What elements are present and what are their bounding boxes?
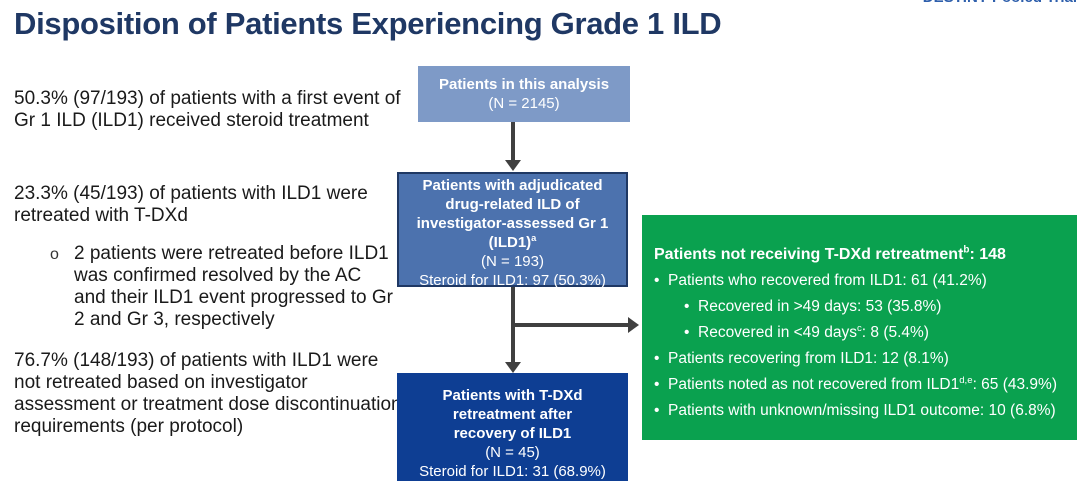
bullet-icon: • xyxy=(684,324,690,341)
green-box-bullet-text: Patients recovering from ILD1: 12 (8.1%) xyxy=(668,350,949,367)
page-title: Disposition of Patients Experiencing Gra… xyxy=(14,6,722,41)
header-right-clipped-text: DESTINY-Pooled Trial xyxy=(923,0,1077,6)
arrow-branch-to-green-head-icon xyxy=(628,317,639,333)
summary-para-not-retreated: 76.7% (148/193) of patients with ILD1 we… xyxy=(14,350,402,437)
green-box-bullet-value: : 8 (5.4%) xyxy=(861,324,929,341)
green-box-bullet-value: : 65 (43.9%) xyxy=(972,376,1057,393)
footnote-marker-a: a xyxy=(531,233,537,243)
green-box-title: Patients not receiving T-DXd retreatment… xyxy=(654,242,1065,268)
flow-box-title-line: investigator-assessed Gr 1 xyxy=(416,215,609,232)
flow-box-retreatment: Patients with T-DXd retreatment after re… xyxy=(397,373,628,481)
flow-box-steroid: Steroid for ILD1: 31 (68.9%) xyxy=(419,463,606,480)
green-box-bullet: • Patients who recovered from ILD1: 61 (4… xyxy=(654,268,1065,294)
flow-box-n: (N = 2145) xyxy=(488,95,560,112)
arrow-top-to-mid-head-icon xyxy=(505,160,521,171)
green-box-bullet-text: Patients who recovered from ILD1: 61 (41… xyxy=(668,272,987,289)
flow-box-ild1: Patients with adjudicated drug-related I… xyxy=(397,172,628,289)
green-box-bullet: • Patients with unknown/missing ILD1 outc… xyxy=(654,398,1065,424)
summary-sub-bullet-text: 2 patients were retreated before ILD1 wa… xyxy=(74,243,393,330)
bullet-icon: • xyxy=(654,272,660,289)
summary-para-steroid: 50.3% (97/193) of patients with a first … xyxy=(14,88,401,131)
bullet-icon: • xyxy=(654,376,660,393)
flow-box-analysis-population: Patients in this analysis (N = 2145) xyxy=(418,66,630,122)
green-box-bullet: • Patients noted as not recovered from IL… xyxy=(654,372,1065,398)
arrow-branch-to-green-line xyxy=(513,323,629,327)
green-box-sub-bullet: • Recovered in >49 days: 53 (35.8%) xyxy=(654,294,1065,320)
flow-box-title: Patients in this analysis xyxy=(438,76,610,93)
green-box-title-count: : 148 xyxy=(969,246,1006,263)
green-box-sub-bullet: • Recovered in <49 daysc: 8 (5.4%) xyxy=(654,320,1065,346)
bullet-icon: • xyxy=(654,350,660,367)
flow-box-title-line: (ILD1)a xyxy=(399,233,626,252)
footnote-marker-de: d,e xyxy=(959,374,973,386)
summary-para-retreated: 23.3% (45/193) of patients with ILD1 wer… xyxy=(14,183,368,226)
circle-bullet-marker: o xyxy=(50,246,59,263)
flow-box-title-line: drug-related ILD of xyxy=(445,196,580,213)
bullet-icon: • xyxy=(684,298,690,315)
footnote-marker-b: b xyxy=(963,244,970,256)
flow-box-title-line: recovery of ILD1 xyxy=(453,425,572,442)
green-box-bullet-text: Recovered in >49 days: 53 (35.8%) xyxy=(698,298,942,315)
flow-box-title-line: Patients with adjudicated xyxy=(422,177,603,194)
green-box-bullet-text: Patients noted as not recovered from ILD… xyxy=(668,376,960,393)
footnote-marker-c: c xyxy=(856,322,862,334)
green-box-bullet-text: Patients with unknown/missing ILD1 outco… xyxy=(668,402,1056,419)
flow-box-steroid: Steroid for ILD1: 97 (50.3%) xyxy=(419,272,606,289)
bullet-icon: • xyxy=(654,402,660,419)
flow-box-title-line: Patients with T-DXd xyxy=(442,387,583,404)
green-box-title-text: Patients not receiving T-DXd retreatment xyxy=(654,246,964,263)
flow-box-n: (N = 193) xyxy=(481,253,544,270)
arrow-top-to-mid-line xyxy=(511,122,515,161)
flow-box-title-text: (ILD1) xyxy=(488,234,532,251)
green-box-no-retreatment: Patients not receiving T-DXd retreatment… xyxy=(642,215,1077,440)
green-box-bullet-text: Recovered in <49 days xyxy=(698,324,857,341)
summary-sub-bullet: o 2 patients were retreated before ILD1 … xyxy=(50,243,394,331)
arrow-mid-to-bottom-head-icon xyxy=(505,362,521,373)
green-box-bullet: • Patients recovering from ILD1: 12 (8.1%… xyxy=(654,346,1065,372)
flow-box-title-line: retreatment after xyxy=(452,406,573,423)
flow-box-n: (N = 45) xyxy=(485,444,540,461)
